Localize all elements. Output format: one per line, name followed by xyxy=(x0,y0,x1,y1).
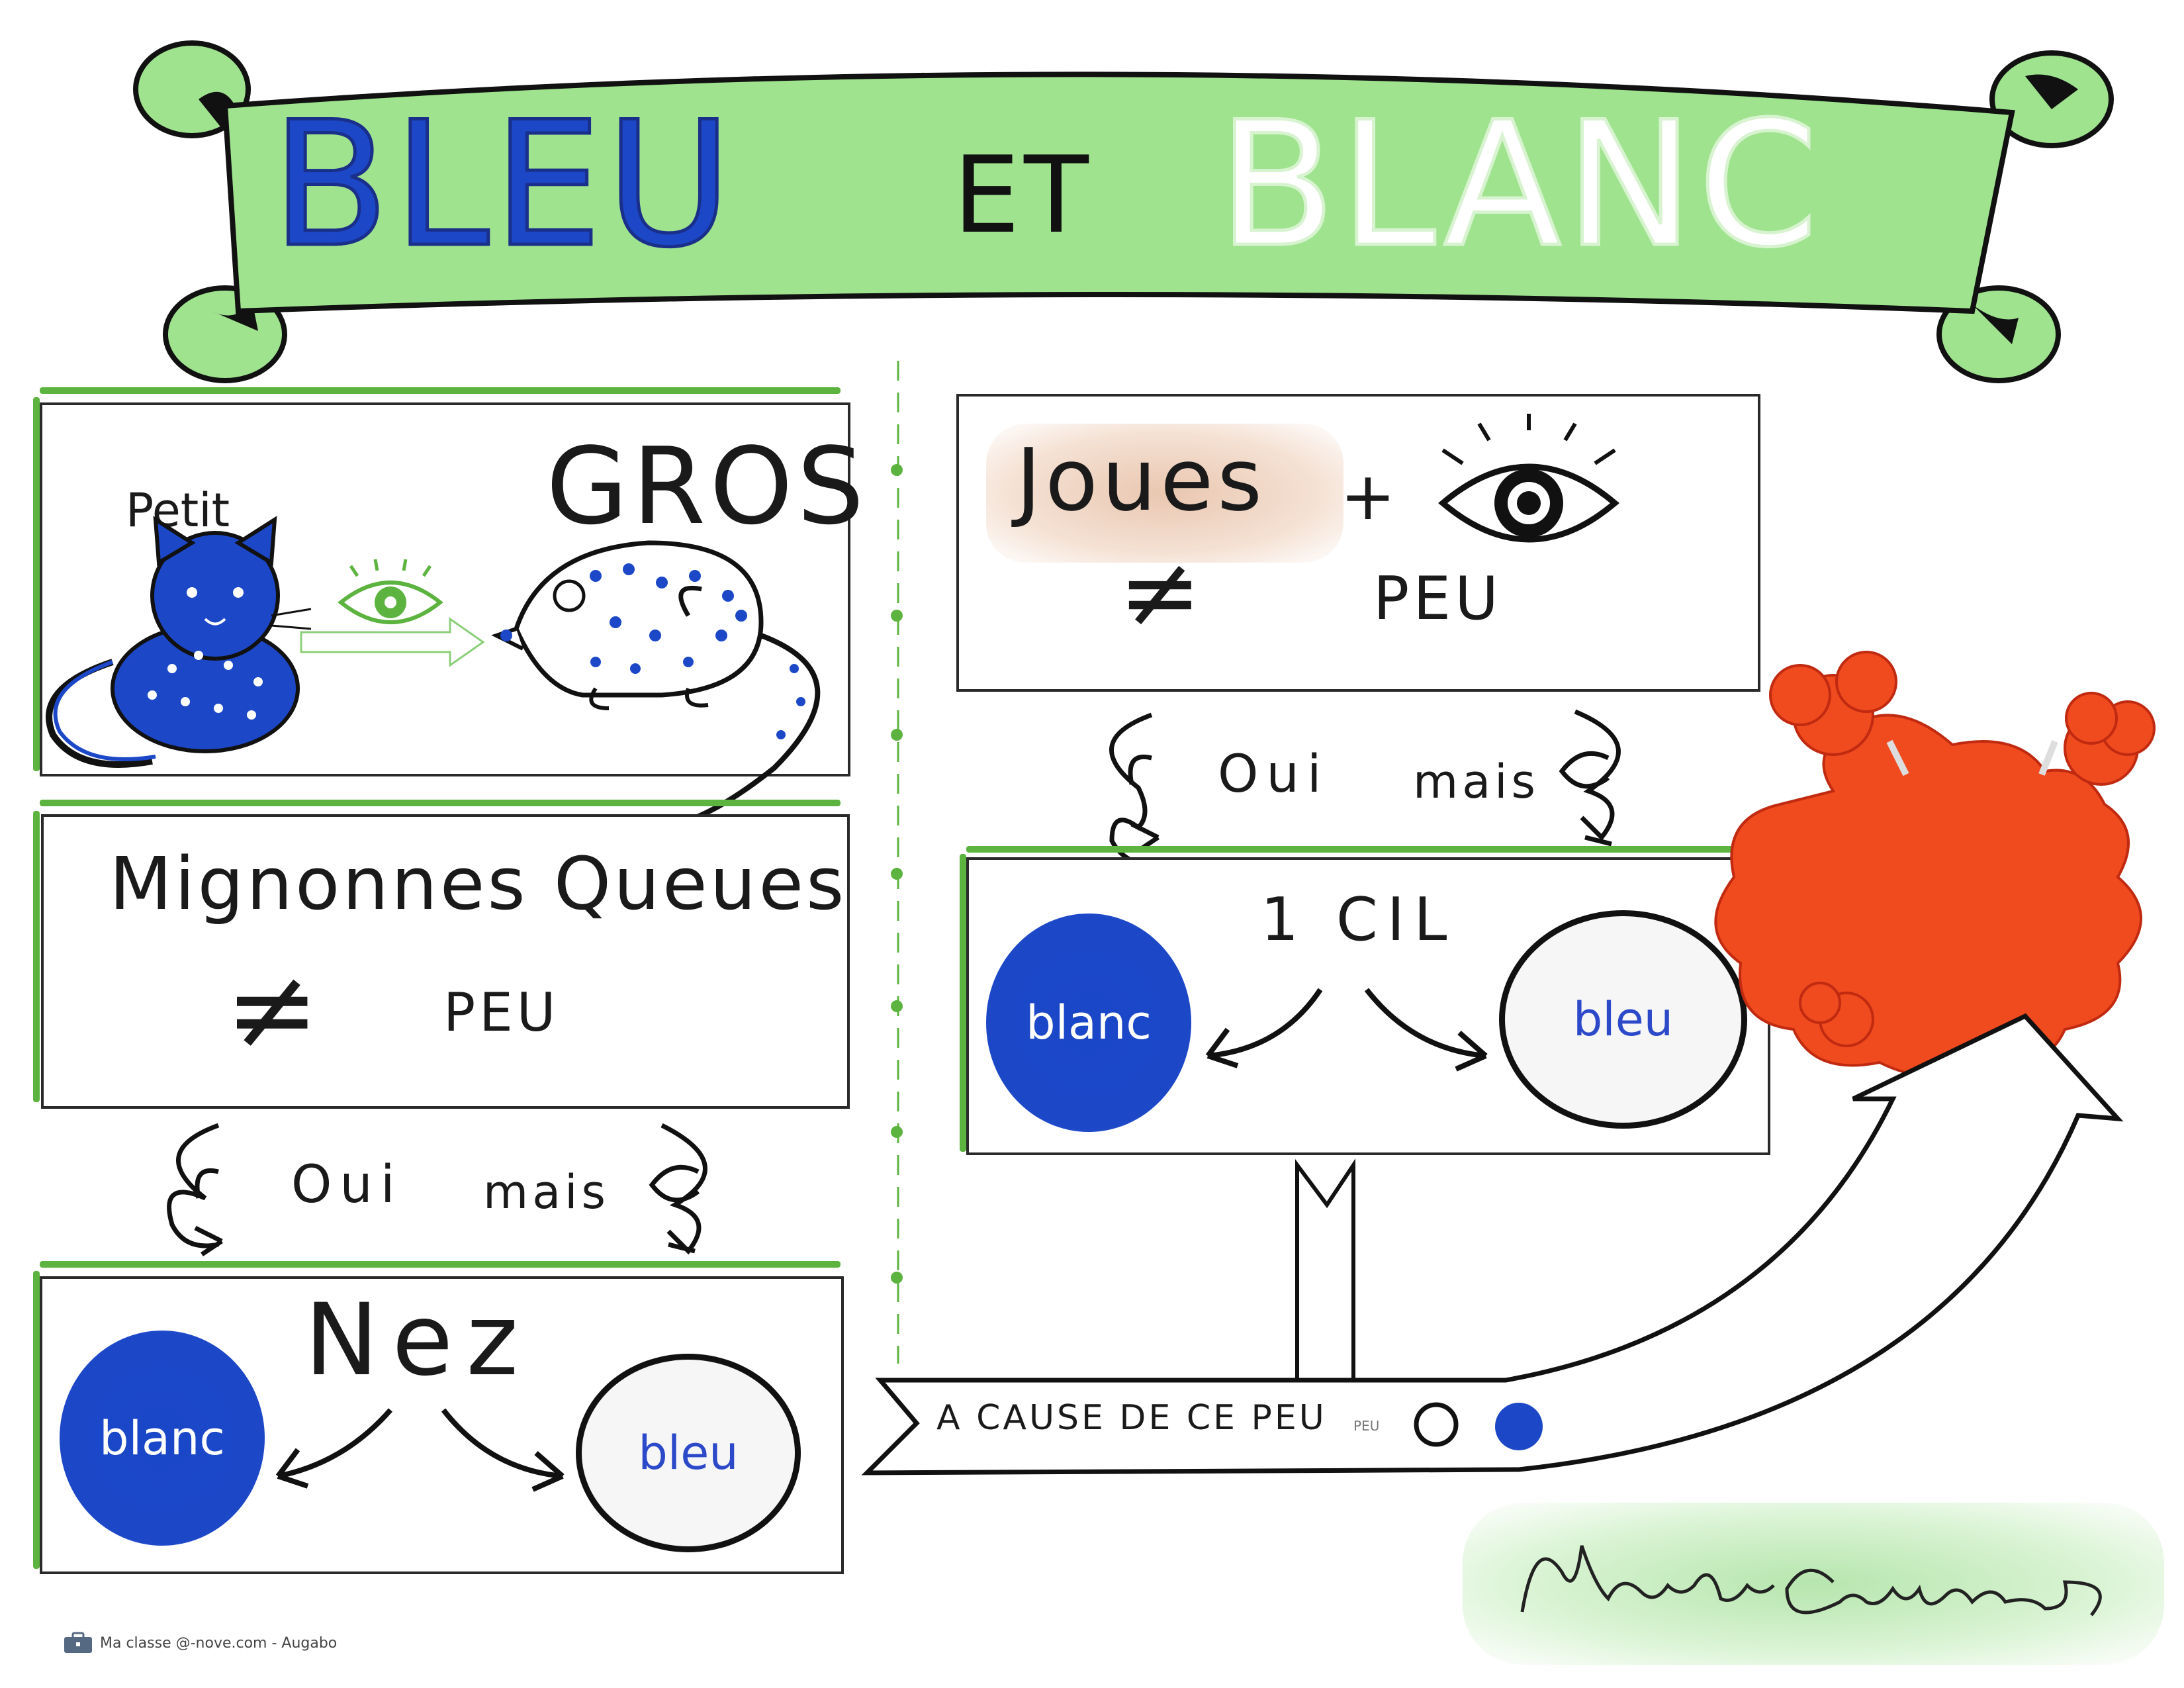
bleu-circle-right: bleu xyxy=(1499,910,1747,1129)
text-mignonnes-queues: Mignonnes Queues xyxy=(109,841,847,926)
text-1-cil: 1 CIL xyxy=(1261,885,1457,955)
blanc-blob-right: blanc xyxy=(986,914,1191,1132)
arrow-to-blanc-icon xyxy=(275,1408,393,1489)
bleu-circle-left: bleu xyxy=(576,1354,801,1552)
banner-text-a-cause: A CAUSE DE CE PEU xyxy=(936,1398,1327,1438)
joues-wash xyxy=(986,424,1343,563)
not-equal-symbol: ≠ xyxy=(225,944,320,1075)
text-joues: Joues xyxy=(1016,430,1266,530)
not-equal-symbol-right: ≠ xyxy=(1118,535,1202,650)
panel-nez-left-accent xyxy=(33,1271,40,1569)
title-word-et: ET xyxy=(953,133,1093,257)
blue-dot-icon xyxy=(1495,1403,1543,1450)
title-word-blanc: BLANC xyxy=(1216,85,1823,285)
text-mais-left: mais xyxy=(483,1165,610,1219)
text-peu-left: PEU xyxy=(443,982,560,1043)
label-petit: Petit xyxy=(126,483,230,538)
banner-text-peu-small: PEU xyxy=(1353,1418,1380,1434)
arrow-to-bleu-icon xyxy=(1364,988,1488,1072)
panel-tails xyxy=(41,814,850,1109)
eye-icon xyxy=(338,559,443,624)
white-dot-icon xyxy=(1414,1402,1459,1447)
panel-tails-top-accent xyxy=(40,800,841,806)
panel-tails-left-accent xyxy=(33,811,40,1102)
arrow-to-bleu-icon xyxy=(441,1408,565,1492)
curved-arrow-up-icon xyxy=(861,1013,2124,1476)
arrow-to-blanc-icon xyxy=(1205,988,1323,1068)
arrow-right-icon xyxy=(300,617,485,667)
text-nez: Nez xyxy=(304,1283,532,1398)
briefcase-icon xyxy=(64,1632,92,1653)
text-oui-right: Oui xyxy=(1218,745,1330,804)
footer-credit: Ma classe @-nove.com - Augabo xyxy=(63,1632,337,1654)
footer-credit-text: Ma classe @-nove.com - Augabo xyxy=(100,1634,338,1652)
title-word-bleu: BLEU xyxy=(270,85,736,285)
plus-sign: + xyxy=(1340,457,1396,535)
text-oui-left: Oui xyxy=(291,1155,403,1215)
text-peu-right: PEU xyxy=(1373,564,1503,633)
panel-nez-top-accent xyxy=(40,1261,841,1268)
cat-icon xyxy=(46,516,312,768)
curved-arrow-left-icon xyxy=(167,1123,223,1256)
signature-wash xyxy=(1463,1503,2164,1665)
panel-cil-top-accent xyxy=(966,846,1767,853)
blanc-blob-left: blanc xyxy=(60,1331,265,1546)
label-gros: GROS xyxy=(546,424,868,548)
panel-cat-mouse-left-accent xyxy=(33,397,40,771)
text-mais-right: mais xyxy=(1413,755,1540,809)
panel-cat-mouse-top-accent xyxy=(40,387,841,394)
panel-cil-left-accent xyxy=(960,854,966,1152)
